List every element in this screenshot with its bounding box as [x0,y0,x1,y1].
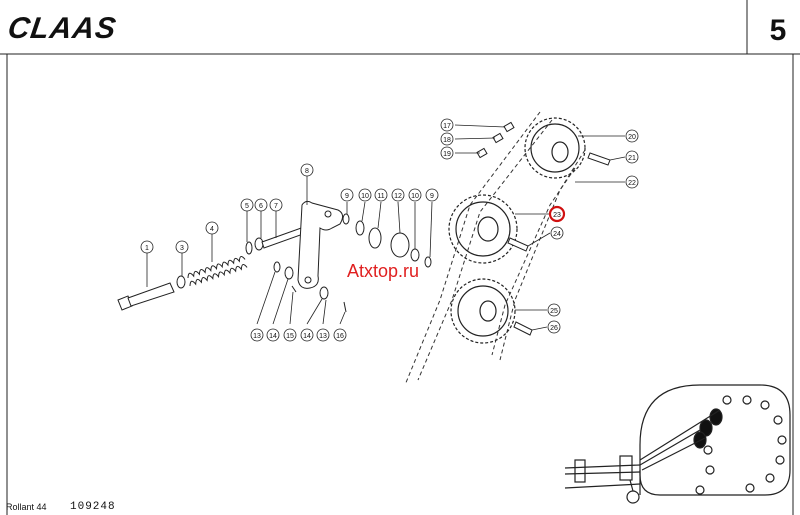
svg-text:14: 14 [269,333,277,340]
callout-25: 25 [547,303,561,317]
svg-text:21: 21 [628,155,636,162]
callout-labels: 1 3 4 5 6 7 8 9 10 11 12 10 9 13 14 15 1… [140,118,639,342]
callout-13b: 13 [316,328,330,342]
callout-10a: 10 [358,188,372,202]
callout-20: 20 [625,129,639,143]
svg-text:24: 24 [553,231,561,238]
watermark-text: Atxtop.ru [347,261,420,281]
leader-lines [146,124,626,331]
page-number: 5 [769,14,787,47]
svg-text:7: 7 [274,203,278,210]
svg-text:10: 10 [411,193,419,200]
callout-14b: 14 [300,328,314,342]
callout-7: 7 [269,198,283,212]
svg-text:23: 23 [553,212,561,219]
callout-4: 4 [205,221,219,235]
svg-text:11: 11 [377,193,384,200]
svg-text:4: 4 [210,226,214,233]
svg-text:22: 22 [628,180,636,187]
svg-text:12: 12 [394,193,402,200]
callout-14a: 14 [266,328,280,342]
callout-8: 8 [300,163,314,177]
svg-text:20: 20 [628,134,636,141]
svg-text:18: 18 [443,137,451,144]
shaft-assembly [117,200,432,313]
svg-text:13: 13 [319,333,327,340]
callout-1: 1 [140,240,154,254]
svg-text:15: 15 [286,333,294,340]
callout-11: 11 [374,188,388,202]
callout-12: 12 [391,188,405,202]
callout-3: 3 [175,240,189,254]
svg-text:14: 14 [303,333,311,340]
callout-21: 21 [625,150,639,164]
callout-10b: 10 [408,188,422,202]
svg-text:25: 25 [550,308,558,315]
svg-text:13: 13 [253,333,261,340]
callout-17: 17 [440,118,454,132]
callout-18: 18 [440,132,454,146]
callout-13a: 13 [250,328,264,342]
svg-text:5: 5 [245,203,249,210]
svg-text:10: 10 [361,193,369,200]
callout-16: 16 [333,328,347,342]
svg-text:8: 8 [305,168,309,175]
svg-text:9: 9 [430,193,434,200]
document-number: 109248 [70,501,116,513]
callout-9b: 9 [425,188,439,202]
callout-23-highlighted: 23 [548,205,566,223]
baler-overview-sketch [564,384,791,504]
sprocket-upper [524,117,586,179]
callout-5: 5 [240,198,254,212]
model-name: Rollant 44 [6,502,47,512]
callout-24: 24 [550,226,564,240]
svg-text:16: 16 [336,333,344,340]
svg-text:9: 9 [345,193,349,200]
callout-6: 6 [254,198,268,212]
svg-text:26: 26 [550,325,558,332]
svg-text:19: 19 [443,151,451,158]
callout-26: 26 [547,320,561,334]
svg-text:17: 17 [443,123,451,130]
callout-22: 22 [625,175,639,189]
callout-19: 19 [440,146,454,160]
svg-text:1: 1 [145,245,149,252]
sprocket-lower [450,278,516,344]
callout-9a: 9 [340,188,354,202]
svg-text:6: 6 [259,203,263,210]
svg-text:3: 3 [180,245,184,252]
fasteners [476,121,611,336]
sprocket-middle [448,194,518,264]
drive-chain [404,111,586,386]
callout-15: 15 [283,328,297,342]
